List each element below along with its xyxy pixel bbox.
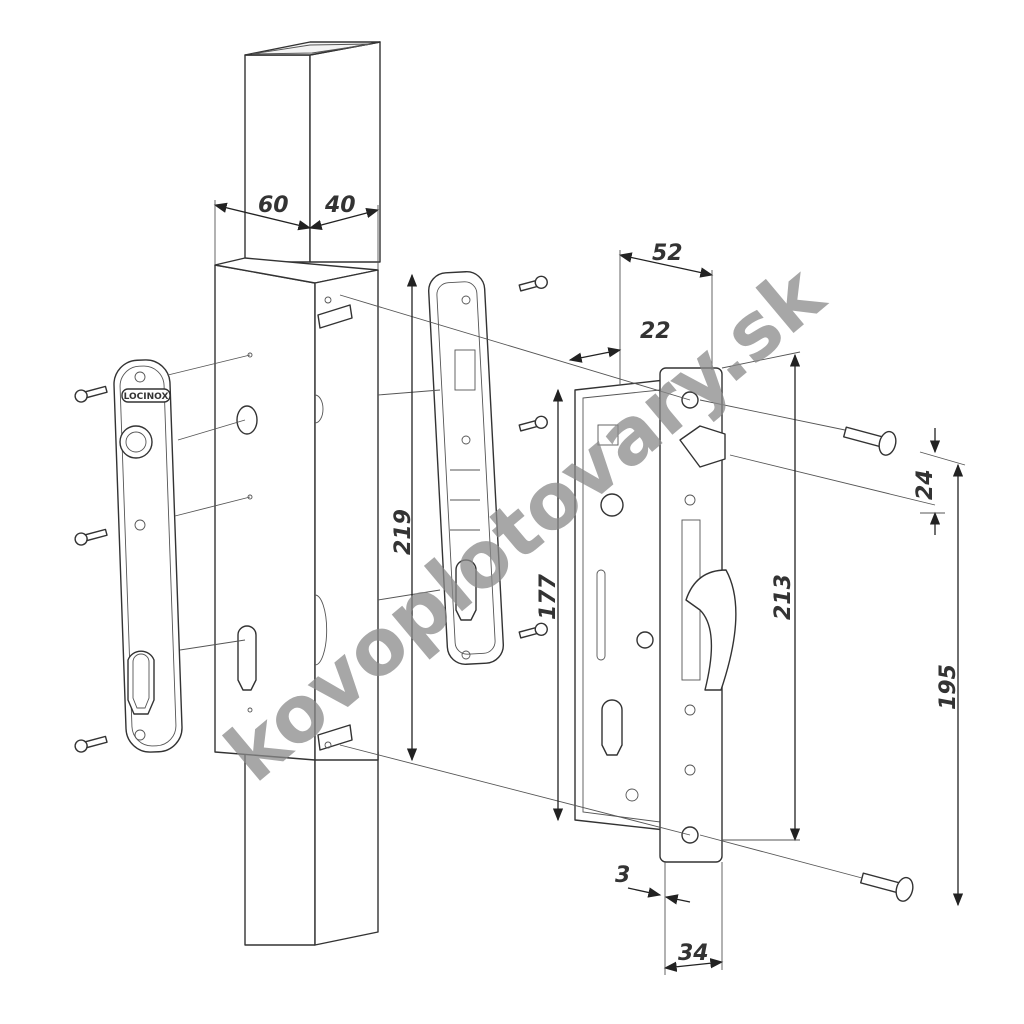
- screw: [860, 872, 914, 902]
- dim-post-depth: 40: [324, 193, 356, 218]
- assembly-lines: [167, 294, 936, 879]
- dimension-lines: [213, 200, 966, 975]
- mounting-plate: [427, 271, 505, 665]
- screw: [74, 528, 108, 546]
- locinox-logo: [121, 388, 171, 403]
- brand-logo-text: LOCINOX: [124, 392, 169, 402]
- dim-housing-height: 219: [391, 509, 416, 555]
- screw: [518, 275, 548, 292]
- screw: [74, 385, 108, 403]
- dim-faceplate-height: 213: [771, 574, 796, 620]
- dim-lock-depth: 52: [652, 241, 683, 266]
- dim-screw-spacing: 195: [936, 664, 961, 710]
- dim-faceplate-width: 34: [678, 941, 709, 966]
- mortise-lock: [574, 367, 737, 863]
- cover-plate: LOCINOX: [113, 359, 183, 753]
- dim-backset: 22: [640, 319, 671, 344]
- lock-housing: [214, 257, 379, 761]
- screw: [518, 622, 548, 639]
- screw: [843, 426, 897, 456]
- dim-body-height: 177: [536, 573, 561, 620]
- screw: [74, 735, 108, 753]
- dim-faceplate-thickness: 3: [615, 863, 630, 888]
- dim-post-width: 60: [258, 193, 289, 218]
- screw: [518, 415, 548, 432]
- dim-hook-offset: 24: [913, 469, 938, 500]
- screws: [74, 275, 914, 902]
